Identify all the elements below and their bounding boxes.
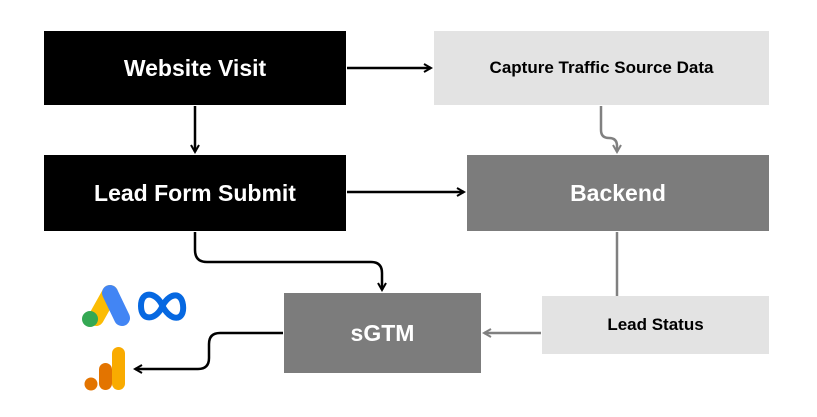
node-backend: Backend xyxy=(467,155,769,231)
arrow-capture-to-backend xyxy=(599,106,617,152)
arrow-sgtm-to-platforms xyxy=(135,331,283,369)
google-analytics-icon xyxy=(84,347,125,391)
meta-icon xyxy=(138,291,187,321)
node-lead-form-submit: Lead Form Submit xyxy=(44,155,346,231)
node-capture-traffic-source-data: Capture Traffic Source Data xyxy=(434,31,769,105)
node-sgtm: sGTM xyxy=(284,293,481,373)
google-ads-icon xyxy=(82,285,130,327)
arrow-form-to-sgtm xyxy=(193,232,382,290)
node-lead-status: Lead Status xyxy=(542,296,769,354)
node-website-visit: Website Visit xyxy=(44,31,346,105)
